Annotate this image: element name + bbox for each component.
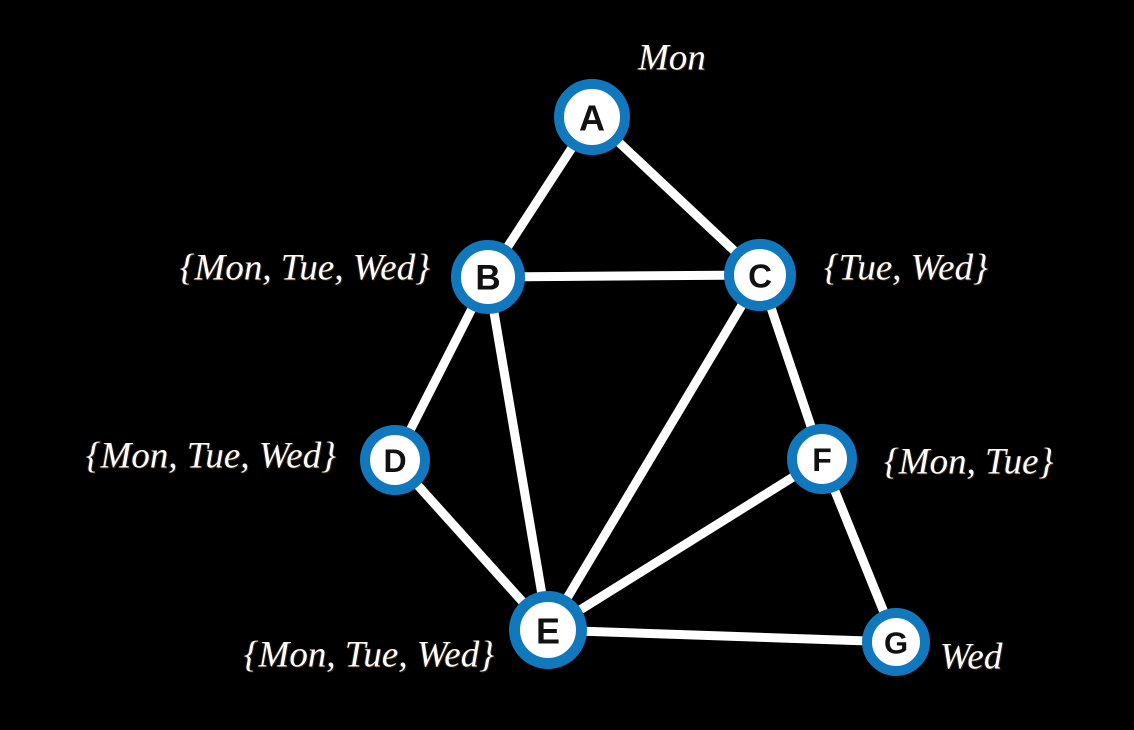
node-f[interactable]: F [787, 424, 857, 494]
edge-b-c [483, 270, 765, 282]
node-letter-e: E [536, 611, 560, 652]
node-circle-f [787, 424, 857, 494]
node-e[interactable]: E [509, 591, 587, 669]
node-circle-e [509, 591, 587, 669]
edge-c-e [543, 270, 765, 635]
node-b[interactable]: B [451, 240, 525, 314]
node-d[interactable]: D [360, 425, 430, 495]
node-layer: A B C D F E G [360, 79, 930, 676]
node-letter-d: D [383, 443, 406, 479]
domain-label-f: {Mon, Tue} [884, 441, 1054, 483]
node-letter-c: C [748, 258, 772, 295]
edge-a-c [587, 112, 765, 280]
node-letter-g: G [884, 626, 908, 661]
node-a[interactable]: A [554, 79, 630, 155]
node-circle-d [360, 425, 430, 495]
node-circle-a [554, 79, 630, 155]
node-g[interactable]: G [862, 608, 930, 676]
domain-label-d: {Mon, Tue, Wed} [85, 435, 336, 477]
edge-layer [390, 112, 901, 647]
edge-b-e [483, 272, 553, 635]
node-letter-f: F [812, 442, 832, 478]
node-circle-g [862, 608, 930, 676]
node-c[interactable]: C [724, 239, 796, 311]
domain-label-e: {Mon, Tue, Wed} [243, 634, 494, 676]
node-circle-c [724, 239, 796, 311]
domain-label-g: Wed [940, 636, 1003, 678]
domain-label-c: {Tue, Wed} [824, 247, 988, 289]
edge-e-f [543, 454, 827, 635]
node-circle-b [451, 240, 525, 314]
domain-label-b: {Mon, Tue, Wed} [179, 247, 430, 289]
edge-e-g [543, 625, 901, 647]
node-letter-a: A [579, 98, 605, 139]
domain-label-a: Mon [638, 37, 706, 79]
node-letter-b: B [475, 259, 500, 298]
